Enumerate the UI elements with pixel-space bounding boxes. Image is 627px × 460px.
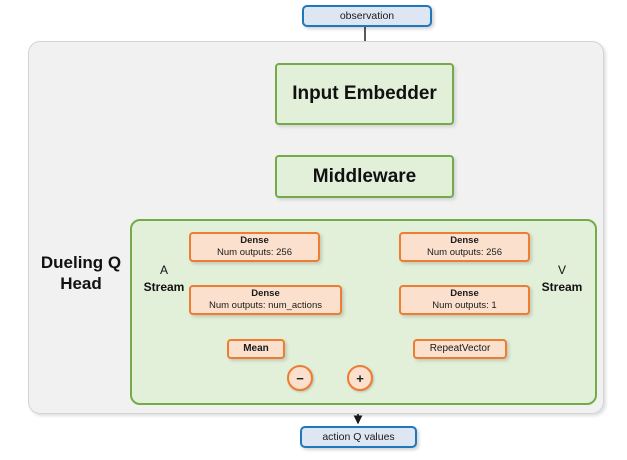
label-v-stream: V Stream (536, 262, 588, 297)
node-v-stream-dense-1[interactable]: Dense Num outputs: 1 (399, 285, 530, 315)
node-v-stream-dense-256-subtitle: Num outputs: 256 (427, 247, 502, 258)
node-a-stream-dense-num-actions-title: Dense (251, 288, 280, 300)
node-add-operator[interactable]: + (347, 365, 373, 391)
node-a-stream-dense-num-actions[interactable]: Dense Num outputs: num_actions (189, 285, 342, 315)
node-input-embedder-label: Input Embedder (292, 83, 437, 104)
node-subtract-operator-label: − (296, 370, 304, 386)
node-a-stream-dense-256-subtitle: Num outputs: 256 (217, 247, 292, 258)
node-repeat-vector[interactable]: RepeatVector (413, 339, 507, 359)
node-middleware-label: Middleware (312, 165, 417, 187)
node-a-stream-dense-256-title: Dense (240, 235, 269, 247)
node-action-q-values-label: action Q values (322, 431, 395, 443)
node-a-stream-dense-256[interactable]: Dense Num outputs: 256 (189, 232, 320, 262)
label-a-stream-line2: Stream (143, 280, 185, 295)
node-v-stream-dense-1-subtitle: Num outputs: 1 (432, 300, 497, 311)
node-v-stream-dense-256[interactable]: Dense Num outputs: 256 (399, 232, 530, 262)
node-v-stream-dense-1-title: Dense (450, 288, 479, 300)
node-a-stream-dense-num-actions-subtitle: Num outputs: num_actions (208, 300, 322, 311)
node-mean-label: Mean (243, 342, 269, 354)
label-v-stream-line1: V (557, 263, 566, 277)
node-mean[interactable]: Mean (227, 339, 285, 359)
label-v-stream-line2: Stream (541, 280, 583, 295)
node-input-embedder[interactable]: Input Embedder (275, 63, 454, 125)
node-add-operator-label: + (356, 370, 364, 386)
node-middleware[interactable]: Middleware (275, 155, 454, 198)
label-a-stream: A Stream (140, 262, 188, 297)
label-dueling-q-head-line1: Dueling Q (40, 253, 122, 272)
node-observation-label: observation (339, 10, 395, 22)
node-action-q-values[interactable]: action Q values (300, 426, 417, 448)
node-v-stream-dense-256-title: Dense (450, 235, 479, 247)
node-subtract-operator[interactable]: − (287, 365, 313, 391)
label-dueling-q-head: Dueling Q Head (33, 252, 129, 295)
label-a-stream-line1: A (159, 263, 168, 277)
node-repeat-vector-label: RepeatVector (429, 342, 491, 354)
node-observation[interactable]: observation (302, 5, 432, 27)
label-dueling-q-head-line2: Head (60, 274, 102, 294)
